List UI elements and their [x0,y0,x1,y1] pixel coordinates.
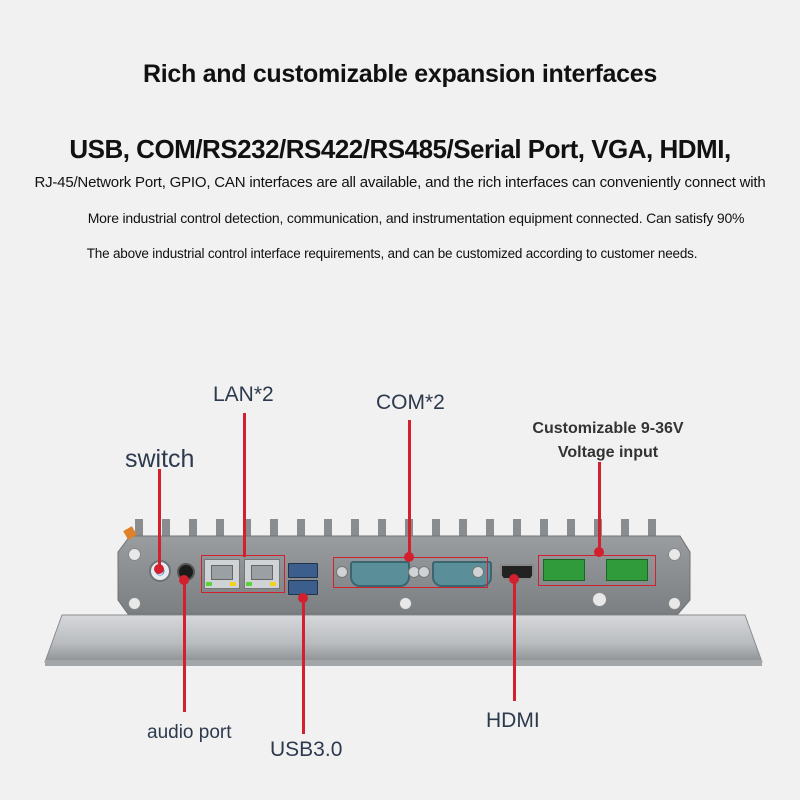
power-highlight-box [538,555,656,586]
lan-label: LAN*2 [213,383,274,406]
description-line-3: The above industrial control interface r… [86,246,698,261]
voltage-callout-line [598,462,601,552]
power-terminal-1 [543,559,585,581]
panel-screw [668,548,681,561]
lan-led-yellow [230,582,236,586]
audio-callout-line [183,580,186,712]
panel-screw [128,597,141,610]
description-line-2: More industrial control detection, commu… [87,210,745,226]
com-callout-dot [404,552,414,562]
usb-callout-line [302,598,305,734]
com1-screw-left [336,566,348,578]
power-terminal-2 [606,559,648,581]
usb-label: USB3.0 [270,738,343,761]
lan-highlight-box [201,555,285,593]
com-label: COM*2 [376,391,445,414]
switch-callout-line [158,469,161,569]
panel-screw [128,548,141,561]
switch-label: switch [125,445,195,473]
panel-screw [399,597,412,610]
panel-screw [668,597,681,610]
voltage-label-line-1: Customizable 9-36V [532,420,684,437]
com2-screw-right [472,566,484,578]
com-callout-line [408,420,411,557]
hdmi-label: HDMI [486,709,540,732]
voltage-label-line-2: Voltage input [557,444,659,461]
voltage-label: Customizable 9-36V Voltage input [528,417,688,465]
lan-led-green [206,582,212,586]
audio-port-label: audio port [147,722,232,743]
usb-port-top [288,563,318,578]
lan-callout-line [243,413,246,557]
com2-screw-left [418,566,430,578]
page-subtitle: USB, COM/RS232/RS422/RS485/Serial Port, … [69,134,731,164]
voltage-callout-dot [594,547,604,557]
description-line-1: RJ-45/Network Port, GPIO, CAN interfaces… [34,174,766,191]
lan-led-yellow [270,582,276,586]
com-port-1 [350,561,410,587]
front-bezel [44,614,763,663]
hdmi-callout-line [513,579,516,701]
page-title: Rich and customizable expansion interfac… [143,60,657,88]
switch-callout-dot [154,564,164,574]
ground-screw [592,592,607,607]
lan-led-green [246,582,252,586]
